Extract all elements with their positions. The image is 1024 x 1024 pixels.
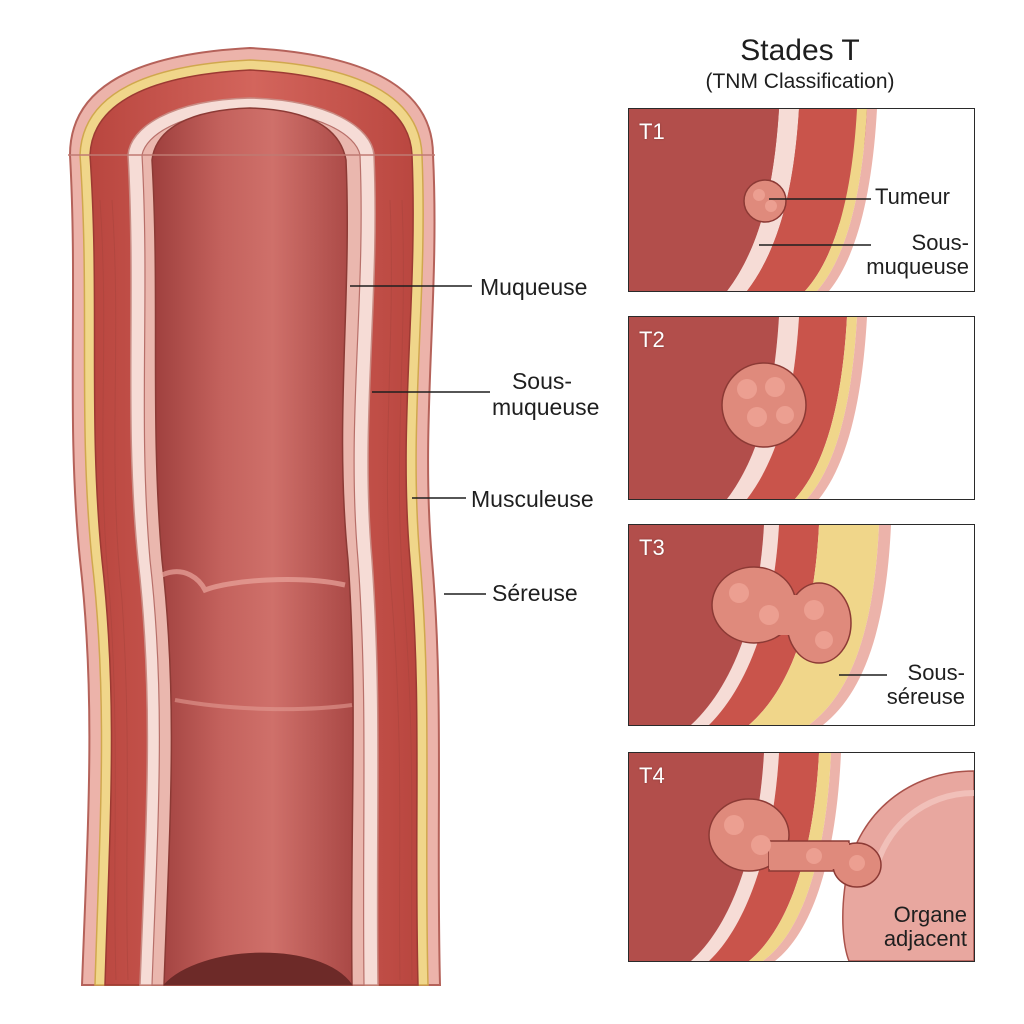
panel-t4: T4 Organe adjacent [628, 752, 975, 962]
wall-leader-lines [350, 285, 490, 595]
t4-note-line2: adjacent [883, 926, 967, 951]
panel-t3: T3 Sous- séreuse [628, 524, 975, 726]
t1-label: T1 [639, 119, 665, 144]
t3-tumor [711, 566, 852, 664]
t4-tumor [708, 798, 882, 888]
stages-title: Stades T [740, 34, 860, 67]
stages-subtitle: (TNM Classification) [705, 70, 895, 93]
t1-tumor [743, 179, 787, 223]
t3-label: T3 [639, 535, 665, 560]
t3-note-line2: séreuse [886, 684, 965, 709]
t1-note-line1: Sous- [911, 230, 969, 255]
mucosal-fold [161, 569, 346, 594]
t2-tumor [721, 362, 807, 448]
t1-note-tumeur: Tumeur [875, 184, 950, 209]
label-sereuse: Séreuse [492, 580, 578, 606]
label-muqueuse: Muqueuse [480, 274, 588, 300]
t4-note-line1: Organe [893, 902, 967, 927]
t2-illustration [629, 317, 974, 499]
t4-note-organe-adjacent: Organe adjacent [867, 903, 967, 951]
t3-note-line1: Sous- [907, 660, 965, 685]
t3-illustration [629, 525, 974, 725]
panel-t1: T1 Tumeur Sous- muqueuse [628, 108, 975, 292]
t1-note-sous-muqueuse: Sous- muqueuse [857, 231, 969, 279]
t2-label: T2 [639, 327, 665, 352]
t4-illustration [629, 753, 974, 961]
t3-note-sous-sereuse: Sous- séreuse [857, 661, 965, 709]
label-sous-muqueuse-line2: muqueuse [492, 394, 600, 420]
t1-illustration [629, 109, 974, 291]
label-musculeuse: Musculeuse [471, 486, 594, 512]
t4-label: T4 [639, 763, 665, 788]
panel-t2: T2 [628, 316, 975, 500]
label-sous-muqueuse-line1: Sous- [511, 368, 573, 394]
label-sous-muqueuse: Sous- muqueuse [492, 368, 600, 420]
lumen [151, 107, 354, 986]
t1-note-line2: muqueuse [866, 254, 969, 279]
lumen-opening [163, 952, 353, 986]
